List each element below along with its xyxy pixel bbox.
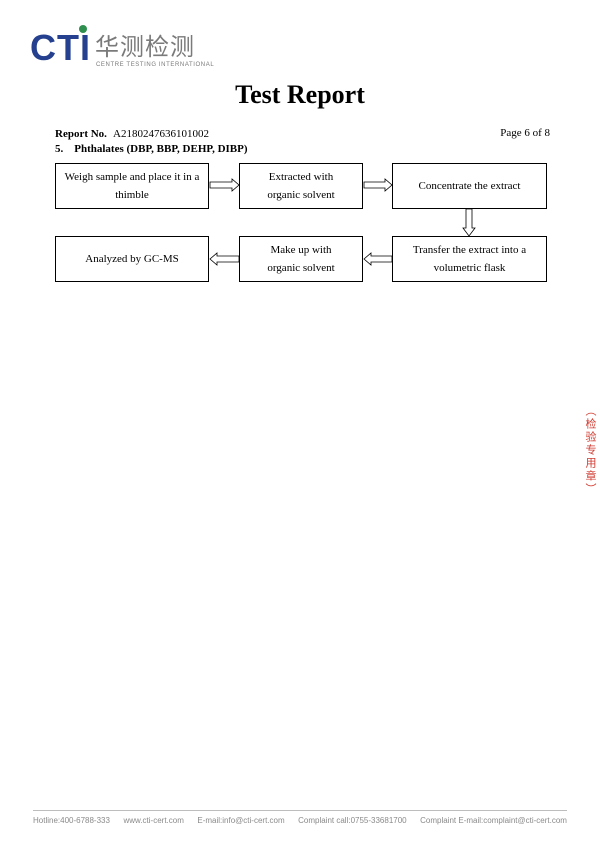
footer-email: E-mail:info@cti-cert.com — [197, 816, 285, 825]
company-logo: CTI — [30, 27, 91, 68]
flow-step-analyze: Analyzed by GC-MS — [55, 236, 209, 282]
report-no-value: A2180247636101002 — [113, 128, 209, 140]
footer-complaint-email: Complaint E-mail:complaint@cti-cert.com — [420, 816, 567, 825]
arrow-down-icon — [462, 208, 476, 237]
arrow-right-icon — [363, 178, 393, 192]
section-heading: 5. Phthalates (DBP, BBP, DEHP, DIBP) — [55, 143, 248, 155]
flow-step-make-up: Make up with organic solvent — [239, 236, 363, 282]
arrow-right-icon — [209, 178, 240, 192]
page-title: Test Report — [235, 80, 365, 109]
footer-divider — [33, 810, 567, 811]
flow-step-weigh: Weigh sample and place it in a thimble — [55, 163, 209, 209]
arrow-left-icon — [209, 252, 240, 266]
logo-chinese-name: 华测检测 — [95, 33, 195, 61]
footer-website: www.cti-cert.com — [123, 816, 184, 825]
flow-step-extract: Extracted with organic solvent — [239, 163, 363, 209]
footer-complaint-call: Complaint call:0755-33681700 — [298, 816, 407, 825]
footer: Hotline:400-6788-333 www.cti-cert.com E-… — [33, 816, 567, 825]
logo-dot-icon — [79, 25, 87, 33]
flow-step-transfer: Transfer the extract into a volumetric f… — [392, 236, 547, 282]
inspection-stamp: （检验专用章） — [584, 405, 597, 496]
footer-hotline: Hotline:400-6788-333 — [33, 816, 110, 825]
arrow-left-icon — [363, 252, 393, 266]
logo-english-name: CENTRE TESTING INTERNATIONAL — [96, 62, 215, 68]
page-number: Page 6 of 8 — [500, 127, 550, 139]
flow-step-concentrate: Concentrate the extract — [392, 163, 547, 209]
report-no-label: Report No. — [55, 128, 107, 140]
